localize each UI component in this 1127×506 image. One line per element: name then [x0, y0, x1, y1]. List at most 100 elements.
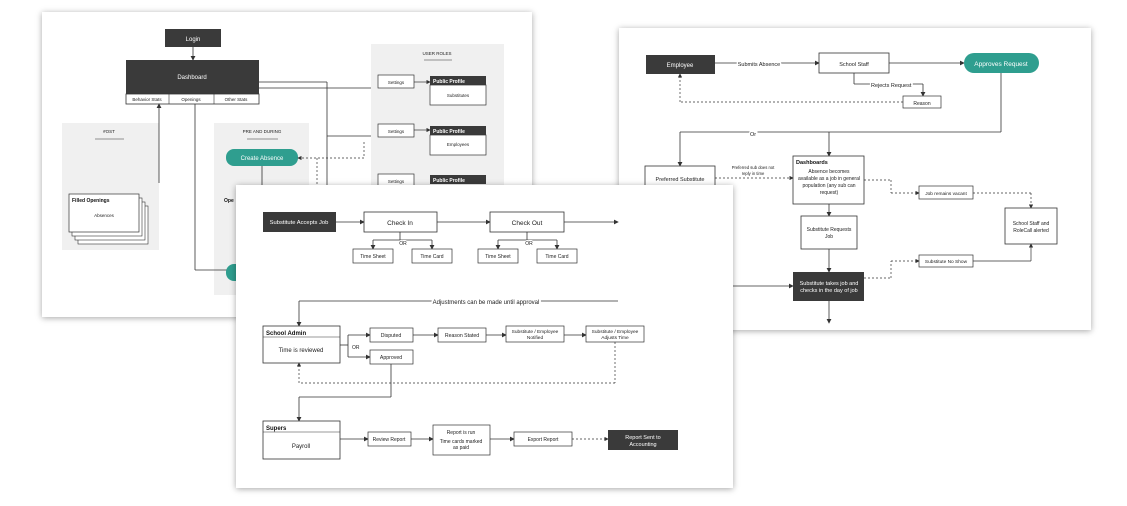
filled-openings-title: Filled Openings [72, 198, 110, 204]
ope-label: Ope [224, 198, 234, 204]
public-profile-header-2 [430, 126, 486, 135]
job-vacant-box [918, 185, 974, 200]
tab-openings: Openings [181, 97, 201, 102]
public-profile-header-3 [430, 175, 486, 184]
avail-line2: available as a job in general [798, 176, 860, 182]
time-card-box-2 [536, 248, 578, 264]
notified-box [505, 325, 565, 343]
school-staff-label: School Staff [839, 62, 869, 68]
takes-job-line1: Substitute takes job and [800, 281, 859, 287]
tab-behavior-stats: Behavior Stats [132, 97, 162, 102]
settings-label-3: Settings [388, 179, 405, 184]
dashboard-box [126, 60, 259, 94]
approves-request-pill [964, 53, 1039, 73]
takes-job-line2: checks in the day of job [800, 288, 857, 294]
post-title: #OST [103, 129, 115, 134]
public-profile-label-1: Public Profile [433, 79, 465, 85]
reason-stated-label: Reason Stated [445, 333, 479, 339]
substitutes-label: Substitutes [447, 93, 470, 98]
staff-alerted-line2: RoleCall alerted [1013, 228, 1049, 234]
cards-paid-line2: as paid [453, 445, 469, 451]
report-run-box [432, 424, 491, 456]
create-absence-pill [226, 149, 298, 166]
report-run-label: Report is run [447, 430, 476, 436]
absences-label: Absences [94, 213, 115, 218]
sub-requests-line2: Job [825, 234, 833, 240]
public-profile-label-2: Public Profile [433, 129, 465, 135]
or-label: Or [750, 132, 756, 138]
sheet-timecard-flow: Substitute Accepts Job Check In OR Time … [236, 185, 733, 488]
submits-absence-label: Submits Absence [738, 62, 781, 68]
time-card-box-1 [411, 248, 453, 264]
check-out-label: Check Out [512, 220, 543, 227]
public-profile-label-3: Public Profile [433, 178, 465, 184]
dashboards-title: Dashboards [796, 160, 828, 166]
sub-requests-box [800, 215, 858, 250]
payroll-label: Payroll [292, 444, 310, 450]
adjusts-time-line1: Substitute / Employee [592, 329, 639, 335]
or-label-3: OR [352, 345, 360, 351]
staff-alerted-line1: School Staff and [1013, 221, 1050, 227]
time-sheet-box-2 [477, 248, 519, 264]
approves-request-label: Approves Request [974, 61, 1028, 68]
staff-alerted-box [1004, 207, 1058, 245]
settings-label-1: Settings [388, 80, 405, 85]
no-show-label: Substitute No Show [925, 259, 968, 265]
sheet2-canvas: Substitute Accepts Job Check In OR Time … [262, 211, 678, 460]
settings-box-2 [377, 123, 415, 138]
report-sent-line1: Report Sent to [625, 435, 660, 441]
time-sheet-box-1 [352, 248, 394, 264]
filled-openings-stack [68, 193, 140, 233]
employee-box [646, 55, 715, 74]
time-card-label-1: Time Card [420, 254, 443, 260]
cards-paid-line1: Time cards marked [440, 439, 483, 445]
settings-box-1 [377, 74, 415, 89]
preferred-substitute-label: Preferred Substitute [656, 177, 705, 183]
pref-note-line1: Preferred sub does not [732, 165, 775, 170]
time-card-label-2: Time Card [545, 254, 568, 260]
approved-label: Approved [380, 355, 402, 361]
employees-label: Employees [447, 142, 470, 147]
create-absence-label: Create Absence [241, 156, 284, 162]
job-vacant-label: Job remains vacant [925, 191, 967, 197]
public-profile-header-1 [430, 76, 486, 85]
notified-line1: Substitute / Employee [512, 329, 559, 335]
login-label: Login [186, 37, 201, 43]
reason-label: Reason [913, 101, 930, 107]
tab-other-stats: Other Stats [225, 97, 249, 102]
adjustments-label: Adjustments can be made until approval [433, 300, 540, 306]
avail-line3: population (any sub can [802, 183, 855, 189]
adjusts-time-line2: Adjusts Time [601, 335, 629, 341]
takes-job-box [793, 272, 864, 301]
sub-requests-line1: Substitute Requests [807, 227, 852, 233]
avail-line4: request) [820, 190, 839, 196]
check-in-label: Check In [387, 220, 413, 227]
time-sheet-label-1: Time Sheet [360, 254, 386, 260]
approved-box [369, 349, 414, 365]
rejects-request-label: Rejects Request [871, 83, 912, 89]
report-sent-box [608, 430, 678, 450]
pre-and-during-title: PRE AND DURING [243, 129, 282, 134]
pref-note-line2: reply in time [742, 171, 765, 176]
or-label-1: OR [399, 241, 407, 247]
dashboard-label: Dashboard [177, 75, 206, 81]
supers-box [262, 420, 341, 460]
or-label-2: OR [525, 241, 533, 247]
time-reviewed-label: Time is reviewed [279, 348, 324, 354]
user-roles-title: USER ROLES [422, 51, 451, 56]
time-sheet-label-2: Time Sheet [485, 254, 511, 260]
disputed-label: Disputed [381, 333, 402, 339]
dashboard-tabs [125, 93, 260, 105]
sub-accepts-box [263, 212, 336, 232]
school-admin-title: School Admin [266, 331, 306, 337]
settings-label-2: Settings [388, 129, 405, 134]
sub-accepts-label: Substitute Accepts Job [270, 220, 329, 226]
login-box [165, 29, 221, 47]
review-report-label: Review Report [373, 437, 406, 443]
supers-title: Supers [266, 426, 287, 432]
avail-line1: Absence becomes [808, 169, 850, 175]
employee-label: Employee [667, 63, 694, 69]
export-report-label: Export Report [528, 437, 559, 443]
sheet3-canvas: Employee Submits Absence School Staff Ap… [644, 52, 1058, 324]
dashboards-box [792, 155, 865, 205]
